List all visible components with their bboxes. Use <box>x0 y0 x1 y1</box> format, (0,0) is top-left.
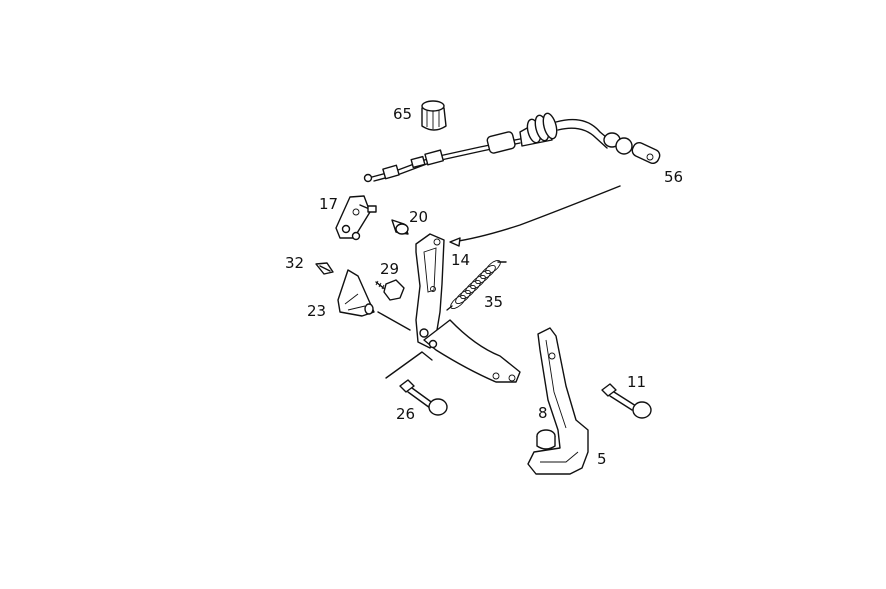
pivot-pin-part-26 <box>399 379 448 416</box>
pedal-pad-part-5 <box>527 327 589 475</box>
return-spring-part-35 <box>446 260 507 311</box>
cover-part-23 <box>337 269 375 317</box>
callout-23: 23 <box>307 302 326 320</box>
callout-17: 17 <box>319 195 338 213</box>
bracket-part-17 <box>335 195 377 241</box>
callout-56: 56 <box>664 168 683 186</box>
clip-part-32 <box>315 262 334 275</box>
callout-5: 5 <box>597 450 607 468</box>
callout-35: 35 <box>484 293 503 311</box>
callout-14: 14 <box>451 251 470 269</box>
pedal-lever-part-14 <box>415 233 521 383</box>
screw-part-29 <box>375 279 405 301</box>
bushing-part-20 <box>391 219 409 235</box>
callout-29: 29 <box>380 260 399 278</box>
leader-lines <box>377 185 621 379</box>
callout-labels: 65 56 17 20 14 32 29 35 23 11 26 8 5 <box>285 105 683 468</box>
callout-32: 32 <box>285 254 304 272</box>
callout-20: 20 <box>409 208 428 226</box>
throttle-cable-part-56 <box>363 112 661 183</box>
callout-26: 26 <box>396 405 415 423</box>
callout-8: 8 <box>538 404 548 422</box>
callout-65: 65 <box>393 105 412 123</box>
callout-11: 11 <box>627 373 646 391</box>
nut-part-8 <box>536 429 556 450</box>
grommet-part-65 <box>421 100 447 131</box>
pivot-pin-part-11 <box>601 383 652 419</box>
